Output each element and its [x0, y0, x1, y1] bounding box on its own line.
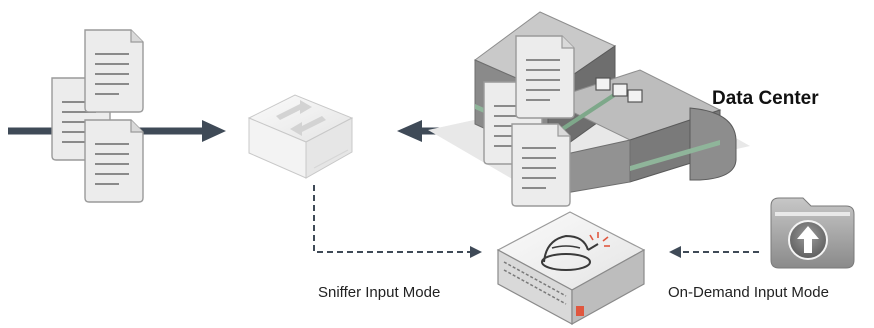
upload-folder-icon	[770, 197, 855, 269]
data-center-label: Data Center	[712, 88, 819, 109]
sniffer-input-mode-label: Sniffer Input Mode	[318, 284, 441, 301]
building-icon	[428, 11, 750, 197]
bomb-icon	[541, 232, 610, 271]
sniffer-connector	[313, 185, 482, 258]
on-demand-input-mode-label: On-Demand Input Mode	[668, 284, 829, 301]
document-icon	[515, 35, 575, 119]
network-switch-icon	[247, 94, 354, 179]
appliance-icon	[496, 211, 646, 326]
on-demand-connector	[669, 246, 760, 258]
document-stack-left	[51, 29, 144, 203]
document-icon	[511, 123, 571, 207]
document-icon	[84, 119, 144, 203]
document-icon	[84, 29, 144, 113]
